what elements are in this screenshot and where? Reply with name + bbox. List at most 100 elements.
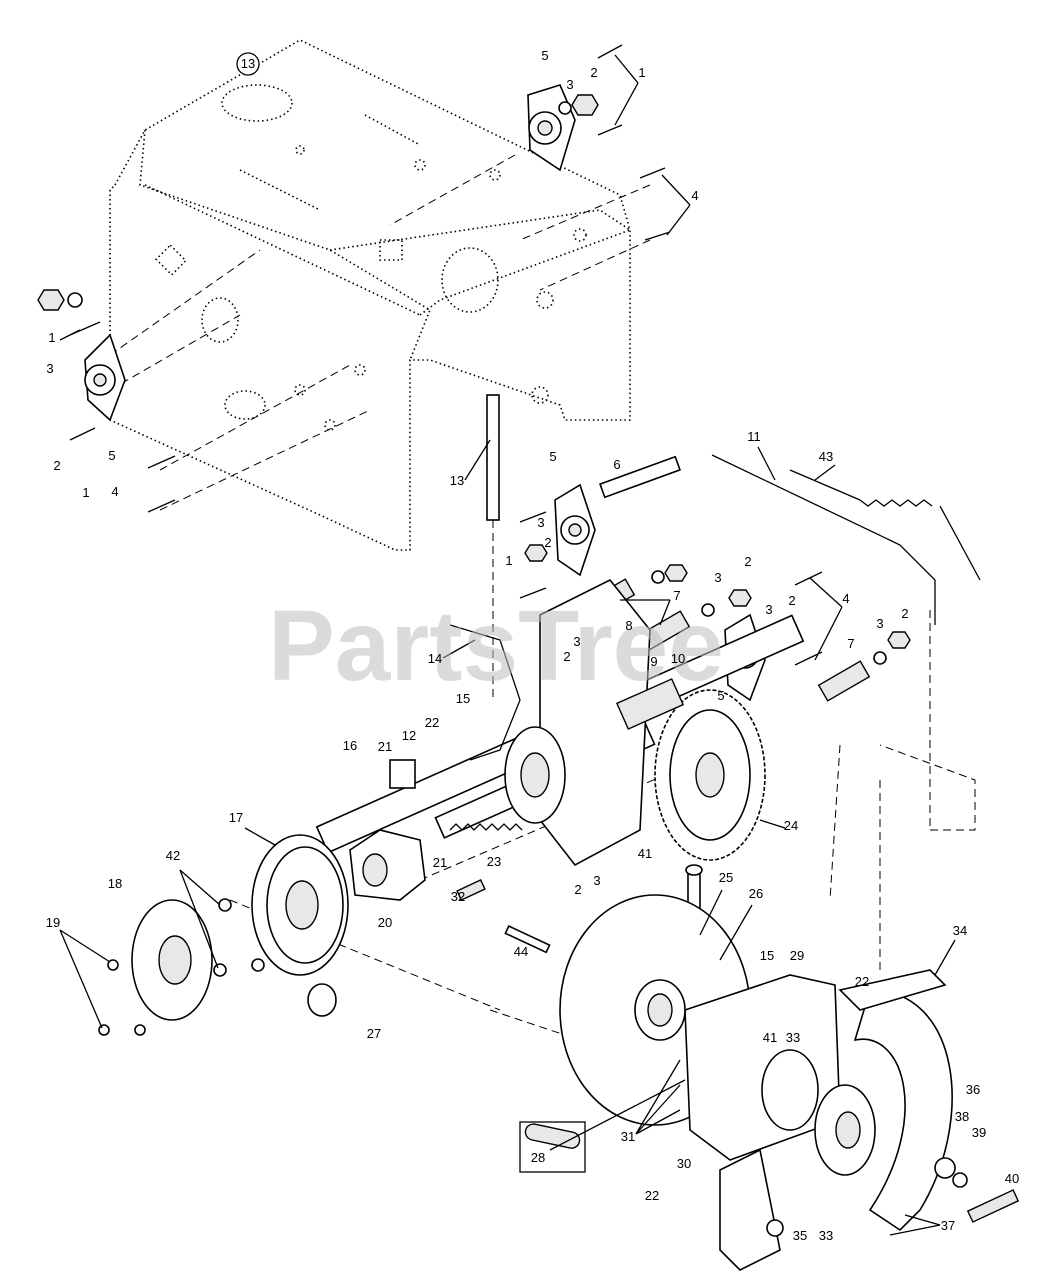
callout-c21b: 21 bbox=[433, 855, 447, 870]
callout-number: 2 bbox=[744, 554, 751, 569]
end-bolt bbox=[766, 1157, 1020, 1237]
callout-c16: 16 bbox=[343, 738, 357, 753]
callout-number: 12 bbox=[402, 728, 416, 743]
callout-c28: 28 bbox=[531, 1150, 545, 1165]
chute-shield bbox=[838, 969, 953, 1232]
callout-c12: 12 bbox=[402, 728, 416, 743]
callout-c1d: 1 bbox=[505, 553, 512, 568]
callout-c27: 27 bbox=[367, 1026, 381, 1041]
callout-number: 41 bbox=[638, 846, 652, 861]
callout-number: 21 bbox=[433, 855, 447, 870]
callout-number: 5 bbox=[549, 449, 556, 464]
callout-number: 17 bbox=[229, 810, 243, 825]
callout-c19: 19 bbox=[46, 915, 60, 930]
callout-number: 2 bbox=[901, 606, 908, 621]
callout-number: 41 bbox=[763, 1030, 777, 1045]
callout-c2a: 2 bbox=[590, 65, 597, 80]
callout-c2e: 2 bbox=[788, 593, 795, 608]
callout-number: 36 bbox=[966, 1082, 980, 1097]
callout-number: 2 bbox=[544, 535, 551, 550]
callout-c3c: 3 bbox=[537, 515, 544, 530]
callout-number: 1 bbox=[505, 553, 512, 568]
callout-c11: 11 bbox=[747, 429, 761, 444]
callout-number: 35 bbox=[793, 1228, 807, 1243]
callout-c35: 35 bbox=[793, 1228, 807, 1243]
callout-number: 37 bbox=[941, 1218, 955, 1233]
callout-c15b: 15 bbox=[760, 948, 774, 963]
callout-number: 3 bbox=[765, 602, 772, 617]
callout-c20: 20 bbox=[378, 915, 392, 930]
callout-number: 31 bbox=[621, 1129, 635, 1144]
callout-c5c: 5 bbox=[549, 449, 556, 464]
callout-c41a: 41 bbox=[638, 846, 652, 861]
callout-c41b: 41 bbox=[763, 1030, 777, 1045]
callout-number: 1 bbox=[48, 330, 55, 345]
callout-c3g: 3 bbox=[573, 634, 580, 649]
callout-c4a: 4 bbox=[691, 188, 698, 203]
callout-number: 25 bbox=[719, 870, 733, 885]
callout-c17: 17 bbox=[229, 810, 243, 825]
callout-number: 1 bbox=[82, 485, 89, 500]
callout-c5b: 5 bbox=[108, 448, 115, 463]
fasteners bbox=[37, 44, 911, 666]
gear-case bbox=[389, 578, 651, 867]
callout-c32: 32 bbox=[451, 889, 465, 904]
callout-number: 4 bbox=[111, 484, 118, 499]
callout-number: 22 bbox=[645, 1188, 659, 1203]
bearing-flange-left bbox=[84, 333, 126, 422]
callout-number: 15 bbox=[760, 948, 774, 963]
callout-number: 11 bbox=[747, 429, 761, 444]
shift-rod-and-spring bbox=[711, 454, 981, 625]
callout-c3b: 3 bbox=[46, 361, 53, 376]
callout-number: 8 bbox=[625, 618, 632, 633]
callout-number: 7 bbox=[847, 636, 854, 651]
callout-number: 2 bbox=[53, 458, 60, 473]
callout-c5d: 5 bbox=[717, 688, 724, 703]
callout-number: 2 bbox=[590, 65, 597, 80]
callout-number: 3 bbox=[46, 361, 53, 376]
callout-c22c: 22 bbox=[645, 1188, 659, 1203]
callout-number: 2 bbox=[788, 593, 795, 608]
callout-c30: 30 bbox=[677, 1156, 691, 1171]
callout-number: 42 bbox=[166, 848, 180, 863]
callout-number: 15 bbox=[456, 691, 470, 706]
callout-circle bbox=[236, 52, 260, 76]
callout-number: 3 bbox=[593, 873, 600, 888]
callout-c2f: 2 bbox=[901, 606, 908, 621]
callout-c2g: 2 bbox=[563, 649, 570, 664]
callout-number: 21 bbox=[378, 739, 392, 754]
callout-number: 3 bbox=[537, 515, 544, 530]
callout-c3a: 3 bbox=[566, 77, 573, 92]
callout-number: 13 bbox=[450, 473, 464, 488]
spring-23 bbox=[449, 823, 523, 831]
callout-c7b: 7 bbox=[847, 636, 854, 651]
callout-c8: 8 bbox=[625, 618, 632, 633]
drive-pulley bbox=[251, 834, 349, 976]
callout-c2h: 2 bbox=[574, 882, 581, 897]
callout-number: 5 bbox=[717, 688, 724, 703]
callout-c3f: 3 bbox=[876, 616, 883, 631]
callout-number: 23 bbox=[487, 854, 501, 869]
callout-number: 9 bbox=[650, 654, 657, 669]
callout-number: 39 bbox=[972, 1125, 986, 1140]
callout-number: 22 bbox=[855, 974, 869, 989]
callout-c40: 40 bbox=[1005, 1171, 1019, 1186]
callout-c22a: 22 bbox=[425, 715, 439, 730]
callout-c4b: 4 bbox=[111, 484, 118, 499]
callout-number: 2 bbox=[574, 882, 581, 897]
callout-c22b: 22 bbox=[855, 974, 869, 989]
callout-c1c: 1 bbox=[82, 485, 89, 500]
auger-housing bbox=[109, 39, 631, 551]
callout-number: 28 bbox=[531, 1150, 545, 1165]
callout-number: 43 bbox=[819, 449, 833, 464]
callout-c6: 6 bbox=[613, 457, 620, 472]
callout-c42: 42 bbox=[166, 848, 180, 863]
callout-c7a: 7 bbox=[673, 588, 680, 603]
callout-number: 13 bbox=[241, 56, 255, 71]
callout-number: 4 bbox=[691, 188, 698, 203]
callout-c23: 23 bbox=[487, 854, 501, 869]
callout-c37: 37 bbox=[941, 1218, 955, 1233]
callout-c5a: 5 bbox=[541, 48, 548, 63]
